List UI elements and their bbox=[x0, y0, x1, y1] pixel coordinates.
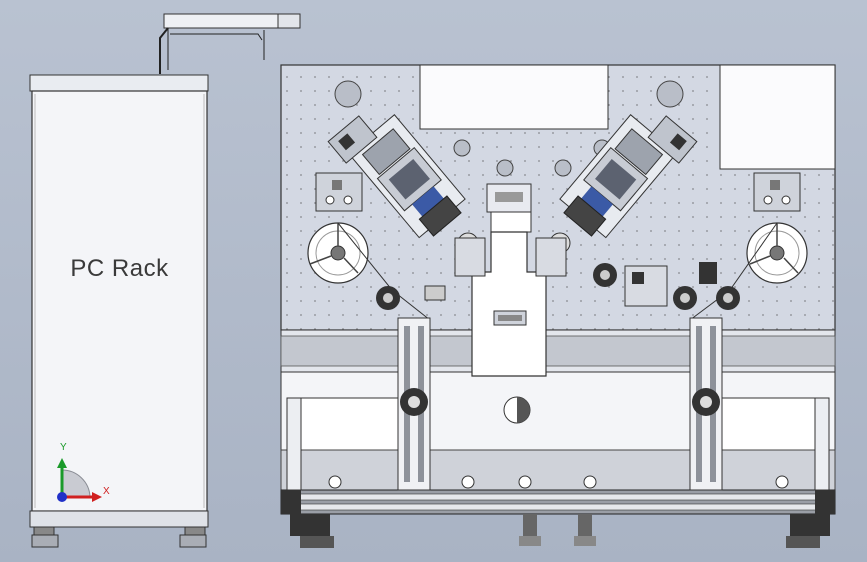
right-dancer bbox=[689, 317, 723, 491]
center-unit bbox=[471, 183, 547, 377]
pc-rack-label: PC Rack bbox=[70, 255, 169, 282]
machine bbox=[280, 64, 836, 548]
pc-rack bbox=[29, 13, 301, 548]
axis-triad bbox=[57, 458, 102, 502]
monitor-arm bbox=[159, 13, 301, 74]
machine-feet bbox=[290, 514, 830, 548]
right-spool bbox=[746, 222, 808, 284]
axis-x-label: X bbox=[103, 486, 110, 497]
left-dancer bbox=[397, 317, 431, 491]
axis-y-label: Y bbox=[60, 442, 67, 453]
left-print-head bbox=[327, 114, 466, 239]
left-spool bbox=[307, 222, 369, 284]
right-print-head bbox=[559, 114, 698, 239]
